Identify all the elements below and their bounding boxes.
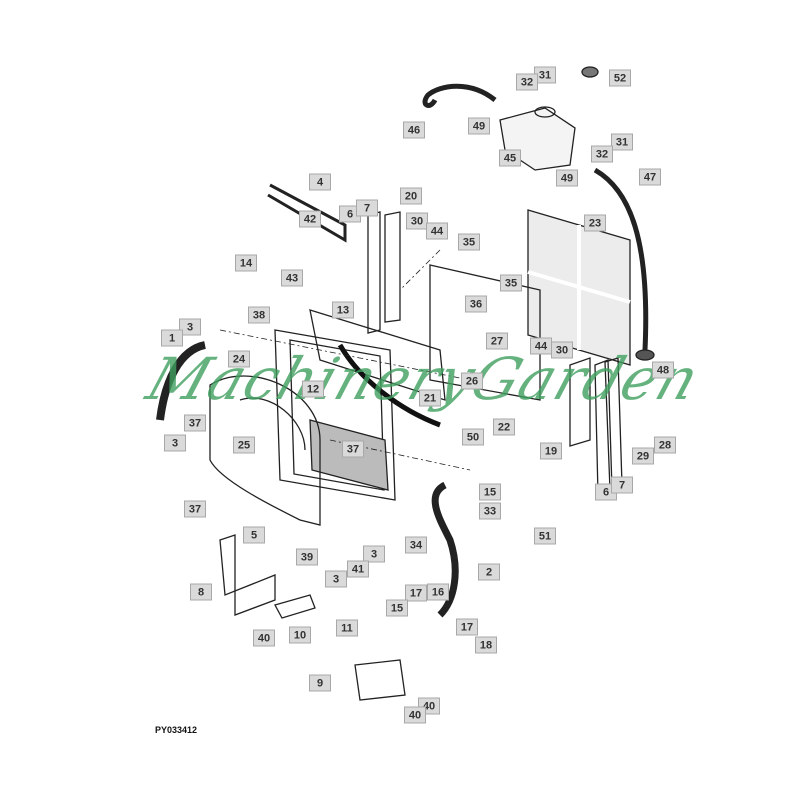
- callout: 34: [405, 536, 427, 554]
- callout: 36: [465, 295, 487, 313]
- fan-shroud: [209, 375, 321, 526]
- callout: 39: [296, 548, 318, 566]
- callout: 32: [591, 145, 613, 163]
- callout: 11: [336, 619, 358, 637]
- hose-1: [156, 341, 207, 421]
- callout: 20: [400, 187, 422, 205]
- callout: 17: [405, 584, 427, 602]
- callout: 23: [584, 214, 606, 232]
- callout: 7: [356, 199, 378, 217]
- callout: 12: [302, 380, 324, 398]
- bracket-8: [219, 534, 276, 616]
- callout: 52: [609, 69, 631, 87]
- callout: 4: [309, 173, 331, 191]
- callout: 15: [479, 483, 501, 501]
- figure-id: PY033412: [155, 725, 198, 735]
- callout: 5: [243, 526, 265, 544]
- tube-21: [337, 343, 441, 428]
- callout: 1: [161, 329, 183, 347]
- callout: 44: [426, 222, 448, 240]
- callout: 44: [530, 337, 552, 355]
- callout: 15: [386, 599, 408, 617]
- hose-47: [593, 167, 649, 351]
- callout: 41: [347, 560, 369, 578]
- callout: 31: [534, 66, 556, 84]
- bracket-10: [274, 594, 316, 619]
- callout: 32: [516, 73, 538, 91]
- callout: 42: [299, 210, 321, 228]
- callout: 7: [611, 476, 633, 494]
- callout: 9: [309, 674, 331, 692]
- callout: 37: [342, 440, 364, 458]
- callout: 37: [184, 500, 206, 518]
- callout: 13: [332, 301, 354, 319]
- callout: 33: [479, 502, 501, 520]
- callout: 35: [458, 233, 480, 251]
- callout: 30: [551, 341, 573, 359]
- callout: 28: [654, 436, 676, 454]
- callout: 48: [652, 361, 674, 379]
- callout: 29: [632, 447, 654, 465]
- callout: 47: [639, 168, 661, 186]
- callout: 25: [233, 436, 255, 454]
- callout: 30: [406, 212, 428, 230]
- callout: 45: [499, 149, 521, 167]
- callout: 10: [289, 626, 311, 644]
- callout: 37: [184, 414, 206, 432]
- callout: 49: [556, 169, 578, 187]
- callout: 3: [164, 434, 186, 452]
- callout: 35: [500, 274, 522, 292]
- callout: 26: [461, 372, 483, 390]
- callout: 3: [363, 545, 385, 563]
- callout: 40: [253, 629, 275, 647]
- callout: 24: [228, 350, 250, 368]
- callout: 49: [468, 117, 490, 135]
- callout: 21: [419, 389, 441, 407]
- hose-2: [431, 481, 459, 618]
- callout: 31: [611, 133, 633, 151]
- callout: 43: [281, 269, 303, 287]
- callout: 50: [462, 428, 484, 446]
- callout: 17: [456, 618, 478, 636]
- callout: 51: [534, 527, 556, 545]
- callout: 38: [248, 306, 270, 324]
- callout: 16: [427, 583, 449, 601]
- callout: 8: [190, 583, 212, 601]
- callout: 40: [404, 706, 426, 724]
- callout: 3: [325, 570, 347, 588]
- callout: 46: [403, 121, 425, 139]
- callout: 2: [478, 563, 500, 581]
- callout: 3: [179, 318, 201, 336]
- callout: 19: [540, 442, 562, 460]
- grommet-48: [635, 349, 655, 361]
- callout: 14: [235, 254, 257, 272]
- callout: 27: [486, 332, 508, 350]
- callout: 18: [475, 636, 497, 654]
- callout: 22: [493, 418, 515, 436]
- bracket-9: [354, 659, 406, 701]
- overflow-hose: [422, 83, 497, 108]
